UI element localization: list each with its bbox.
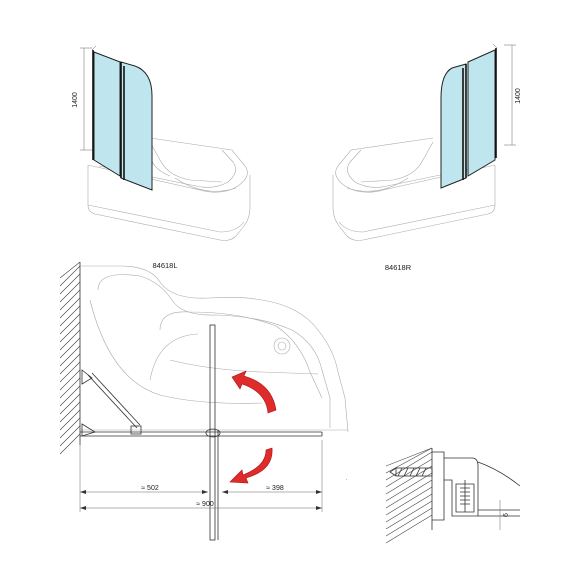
hatch-line — [385, 447, 433, 474]
dimension-left-label: ≈ 502 — [141, 485, 159, 492]
hatch-line — [59, 345, 81, 367]
hatch-line — [385, 493, 433, 523]
hatch-line — [385, 458, 433, 488]
hatch-line — [59, 353, 81, 375]
hatch-line — [59, 261, 81, 279]
left-bath-view: 1400 84618L — [72, 45, 251, 270]
detail-wall-hatch — [385, 447, 433, 544]
hatch-line — [59, 281, 81, 303]
hatch-line — [59, 329, 81, 351]
hatch-line — [385, 514, 433, 544]
wall-hatch-lines — [59, 261, 81, 455]
lower-rotation-arrow — [229, 447, 273, 484]
bathtub-plan — [80, 265, 349, 433]
hatch-line — [59, 385, 81, 407]
wall-screw — [389, 467, 433, 477]
hatch-line — [59, 377, 81, 399]
hatch-line — [385, 500, 433, 530]
right-height-dimension: 1400 — [504, 44, 522, 146]
left-model-label: 84618L — [152, 261, 177, 270]
hatch-line — [59, 265, 81, 287]
hatch-line — [59, 297, 81, 319]
hatch-line — [59, 321, 81, 343]
right-model-label: 84618R — [385, 263, 412, 272]
hatch-line — [385, 451, 433, 481]
screen-plan — [80, 324, 323, 541]
left-bathtub — [87, 137, 251, 241]
hatch-line — [385, 447, 433, 467]
hatch-line — [59, 361, 81, 383]
hatch-line — [385, 507, 433, 537]
hatch-line — [59, 409, 81, 431]
hatch-line — [59, 313, 81, 335]
upper-rotation-arrow — [231, 370, 277, 414]
dimension-right-label: ≈ 398 — [266, 485, 284, 492]
plan-dimensions: ≈ 502 ≈ 398 ≈ 900 — [79, 440, 323, 512]
left-screen — [91, 45, 153, 191]
hatch-line — [59, 289, 81, 311]
hatch-line — [59, 369, 81, 391]
hatch-line — [59, 417, 81, 439]
right-height-label: 1400 — [515, 88, 522, 104]
left-height-label: 1400 — [72, 92, 79, 108]
wall-profile — [432, 451, 521, 521]
stray-mark: . — [346, 476, 347, 482]
detail-dimension-label: 6 — [503, 513, 510, 517]
mounting-detail: 6 — [385, 447, 521, 544]
hatch-line — [385, 472, 433, 502]
left-height-dimension: 1400 — [72, 47, 92, 151]
rotation-arrows — [229, 370, 277, 484]
right-screen — [440, 43, 498, 189]
hatch-line — [59, 337, 81, 359]
hatch-line — [59, 273, 81, 295]
plan-view: ≈ 502 ≈ 398 ≈ 900 — [59, 261, 349, 541]
dimension-total-label: ≈ 900 — [196, 501, 214, 508]
hatch-line — [59, 393, 81, 415]
hatch-line — [59, 425, 81, 447]
hatch-line — [385, 486, 433, 516]
hatch-line — [59, 305, 81, 327]
hatch-line — [385, 479, 433, 509]
hatch-line — [59, 401, 81, 423]
right-bath-view: 1400 84618R — [332, 43, 522, 272]
right-bathtub — [332, 137, 496, 241]
hatch-line — [59, 433, 81, 455]
